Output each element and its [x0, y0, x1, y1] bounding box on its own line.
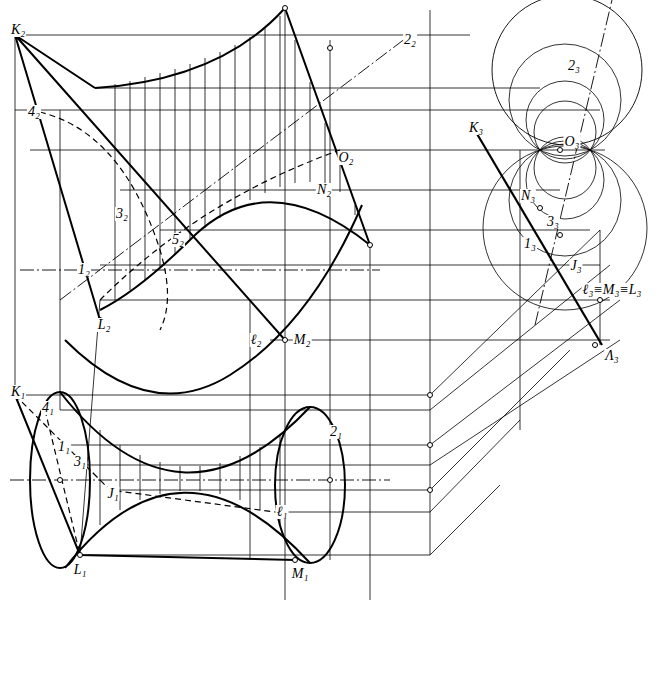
point-marker	[283, 6, 288, 11]
point-label: L₂	[97, 318, 112, 332]
points	[58, 6, 603, 563]
point-label: 1₂	[77, 263, 91, 277]
point-label: M₁	[291, 567, 310, 581]
point-marker	[598, 298, 603, 303]
generator-line	[15, 35, 285, 340]
point-marker	[428, 443, 433, 448]
point-label: 1₁	[57, 440, 71, 454]
point-marker	[293, 558, 298, 563]
point-label: ℓ₃≡M₃≡L₃	[582, 283, 643, 297]
profile-circle	[526, 141, 604, 219]
generator-line	[15, 395, 295, 560]
point-label: 5₂	[171, 233, 185, 247]
projection-lines	[15, 8, 610, 600]
point-label: O₃	[564, 135, 581, 149]
point-marker	[78, 553, 83, 558]
hatching	[115, 16, 355, 300]
hidden-curve	[30, 110, 340, 330]
point-marker	[558, 148, 563, 153]
point-label: 4₂	[27, 105, 41, 119]
point-marker	[328, 46, 333, 51]
point-label: 2₁	[329, 425, 343, 439]
point-label: 3₃	[546, 215, 560, 229]
point-label: L₁	[73, 563, 88, 577]
point-label: ℓ₁	[276, 505, 289, 519]
profile-axis	[535, 0, 612, 325]
point-label: J₃	[569, 259, 582, 273]
surface-outline	[65, 205, 362, 394]
point-marker	[368, 243, 373, 248]
point-marker	[428, 488, 433, 493]
point-label: 2₂	[403, 33, 417, 47]
point-label: K₂	[10, 23, 26, 37]
hidden-line	[15, 395, 275, 555]
profile-circle	[509, 44, 621, 156]
point-label: O₂	[338, 151, 355, 165]
point-label: Λ₃	[604, 349, 619, 363]
point-label: K₃	[468, 121, 484, 135]
point-label: 1₃	[523, 237, 537, 251]
surface-outline	[60, 392, 310, 568]
hatching	[100, 430, 280, 525]
point-marker	[593, 343, 598, 348]
point-marker	[558, 233, 563, 238]
point-label: N₃	[520, 189, 536, 203]
point-marker	[58, 478, 63, 483]
profile-circles	[492, 0, 642, 145]
point-label: N₂	[316, 183, 332, 197]
point-label: J₁	[106, 487, 119, 501]
point-label: M₂	[293, 333, 312, 347]
axis-line	[10, 35, 410, 480]
surface-outline	[95, 8, 370, 310]
point-label: 2₃	[567, 59, 581, 73]
point-label: 3₂	[115, 207, 129, 221]
profile-circle	[483, 146, 647, 310]
point-label: K₁	[10, 385, 26, 399]
point-marker	[538, 206, 543, 211]
point-marker	[283, 338, 288, 343]
point-label: 3₁	[73, 455, 87, 469]
point-marker	[428, 393, 433, 398]
point-marker	[328, 478, 333, 483]
generator-line	[470, 122, 602, 345]
profile-circle	[534, 101, 596, 163]
point-label: 4₁	[41, 401, 55, 415]
point-label: ℓ₂	[250, 333, 263, 347]
